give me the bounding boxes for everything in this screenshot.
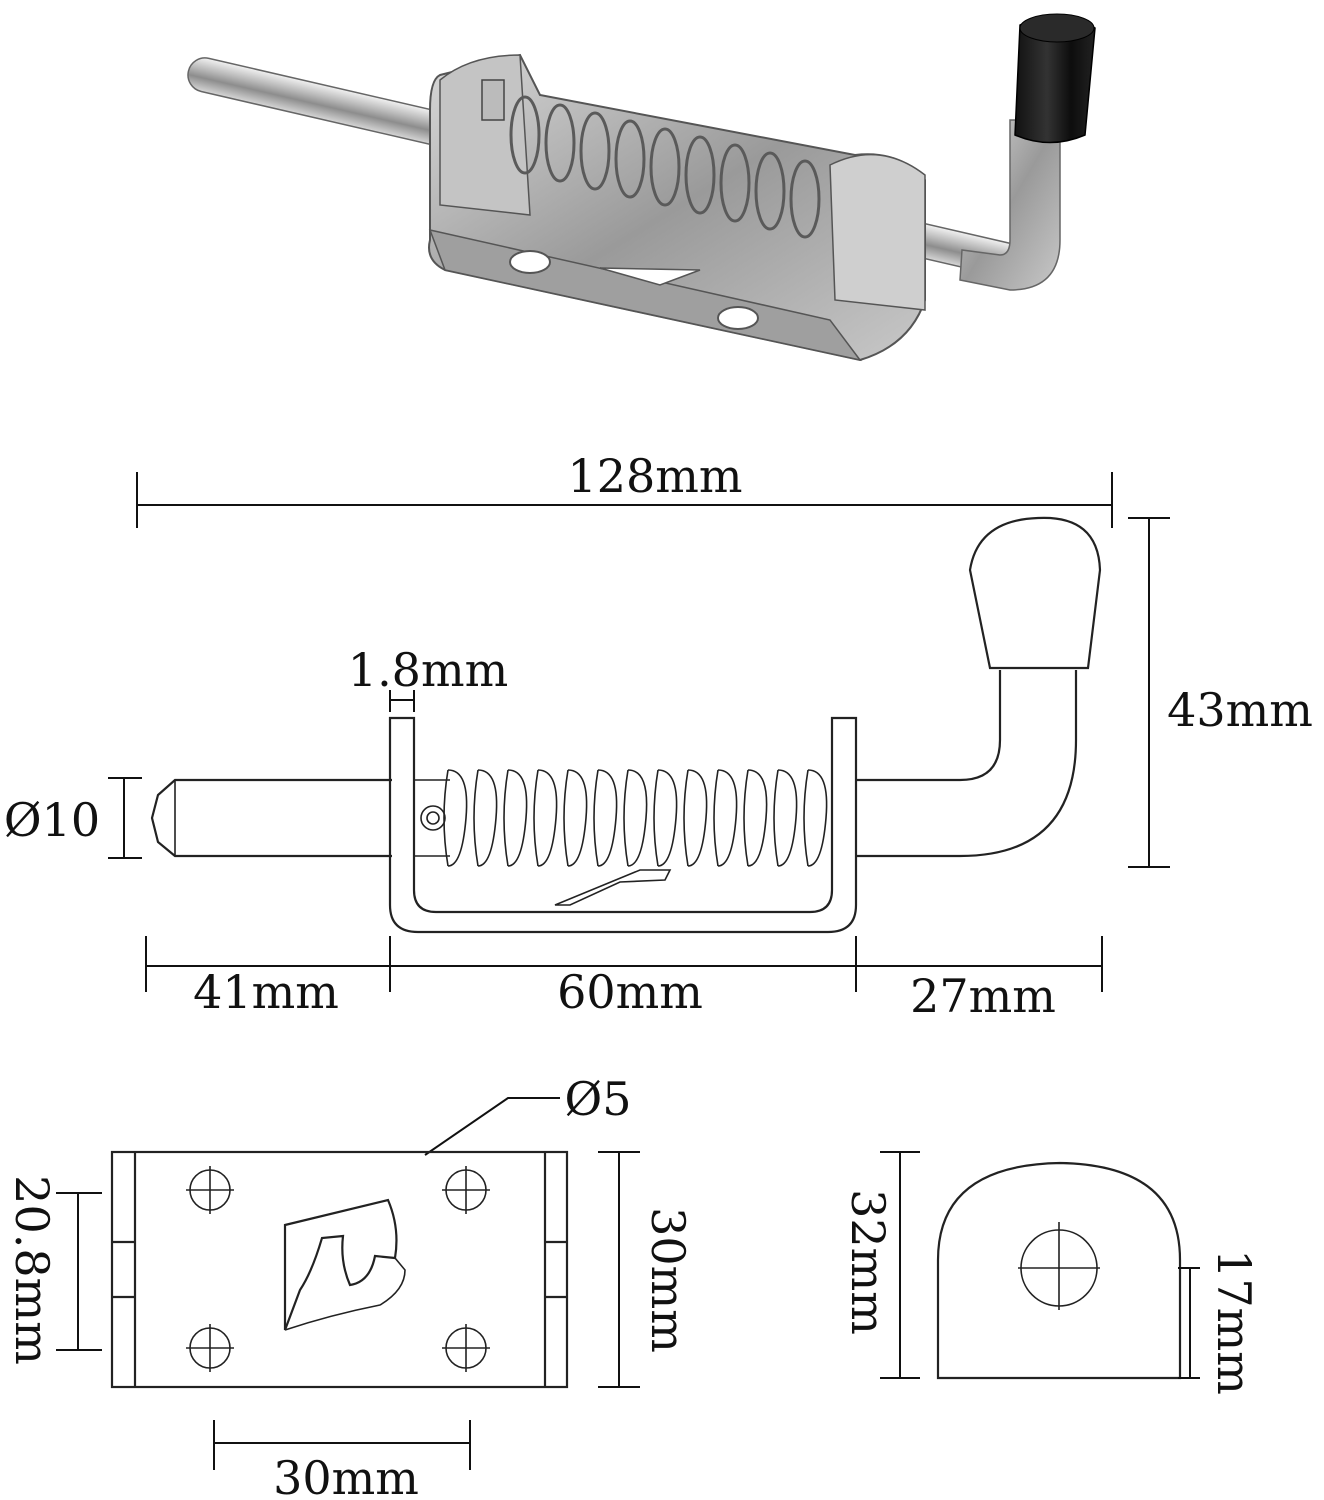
side-view-drawing: 128mm 43mm Ø10 1.8mm [4, 449, 1313, 1023]
pin-center-height-label: 17mm [1207, 1249, 1261, 1395]
pin-exposed-label: 41mm [193, 965, 339, 1019]
knob-drawing-icon [968, 516, 1102, 670]
base-width-label: 30mm [641, 1207, 695, 1353]
mount-hole-icon [717, 306, 759, 330]
handle-offset-label: 27mm [910, 969, 1056, 1023]
base-inner-width-label: 20.8mm [5, 1175, 59, 1365]
hole-diameter-label: Ø5 [565, 1072, 632, 1126]
product-photo [187, 13, 1096, 362]
spring-coils [509, 95, 821, 239]
bracket-length-label: 60mm [557, 965, 703, 1019]
handle-arm [959, 119, 1061, 291]
hole-spacing-label: 30mm [273, 1451, 419, 1500]
mount-hole-icon [509, 250, 551, 274]
base-view-drawing: Ø5 20.8mm 30mm [5, 1072, 695, 1500]
hole-crosshair-icon [186, 1166, 234, 1214]
hole-crosshair-icon [186, 1324, 234, 1372]
end-plate-height-label: 32mm [841, 1189, 895, 1335]
pin-diameter-label: Ø10 [4, 793, 100, 847]
end-plate-view-drawing: 32mm 17mm [841, 1151, 1261, 1395]
height-label: 43mm [1167, 683, 1313, 737]
hole-crosshair-icon [442, 1166, 490, 1214]
bracket-thickness-label: 1.8mm [348, 643, 508, 697]
hole-crosshair-icon [442, 1324, 490, 1372]
overall-length-label: 128mm [567, 449, 742, 503]
spring-drawing [443, 769, 828, 867]
